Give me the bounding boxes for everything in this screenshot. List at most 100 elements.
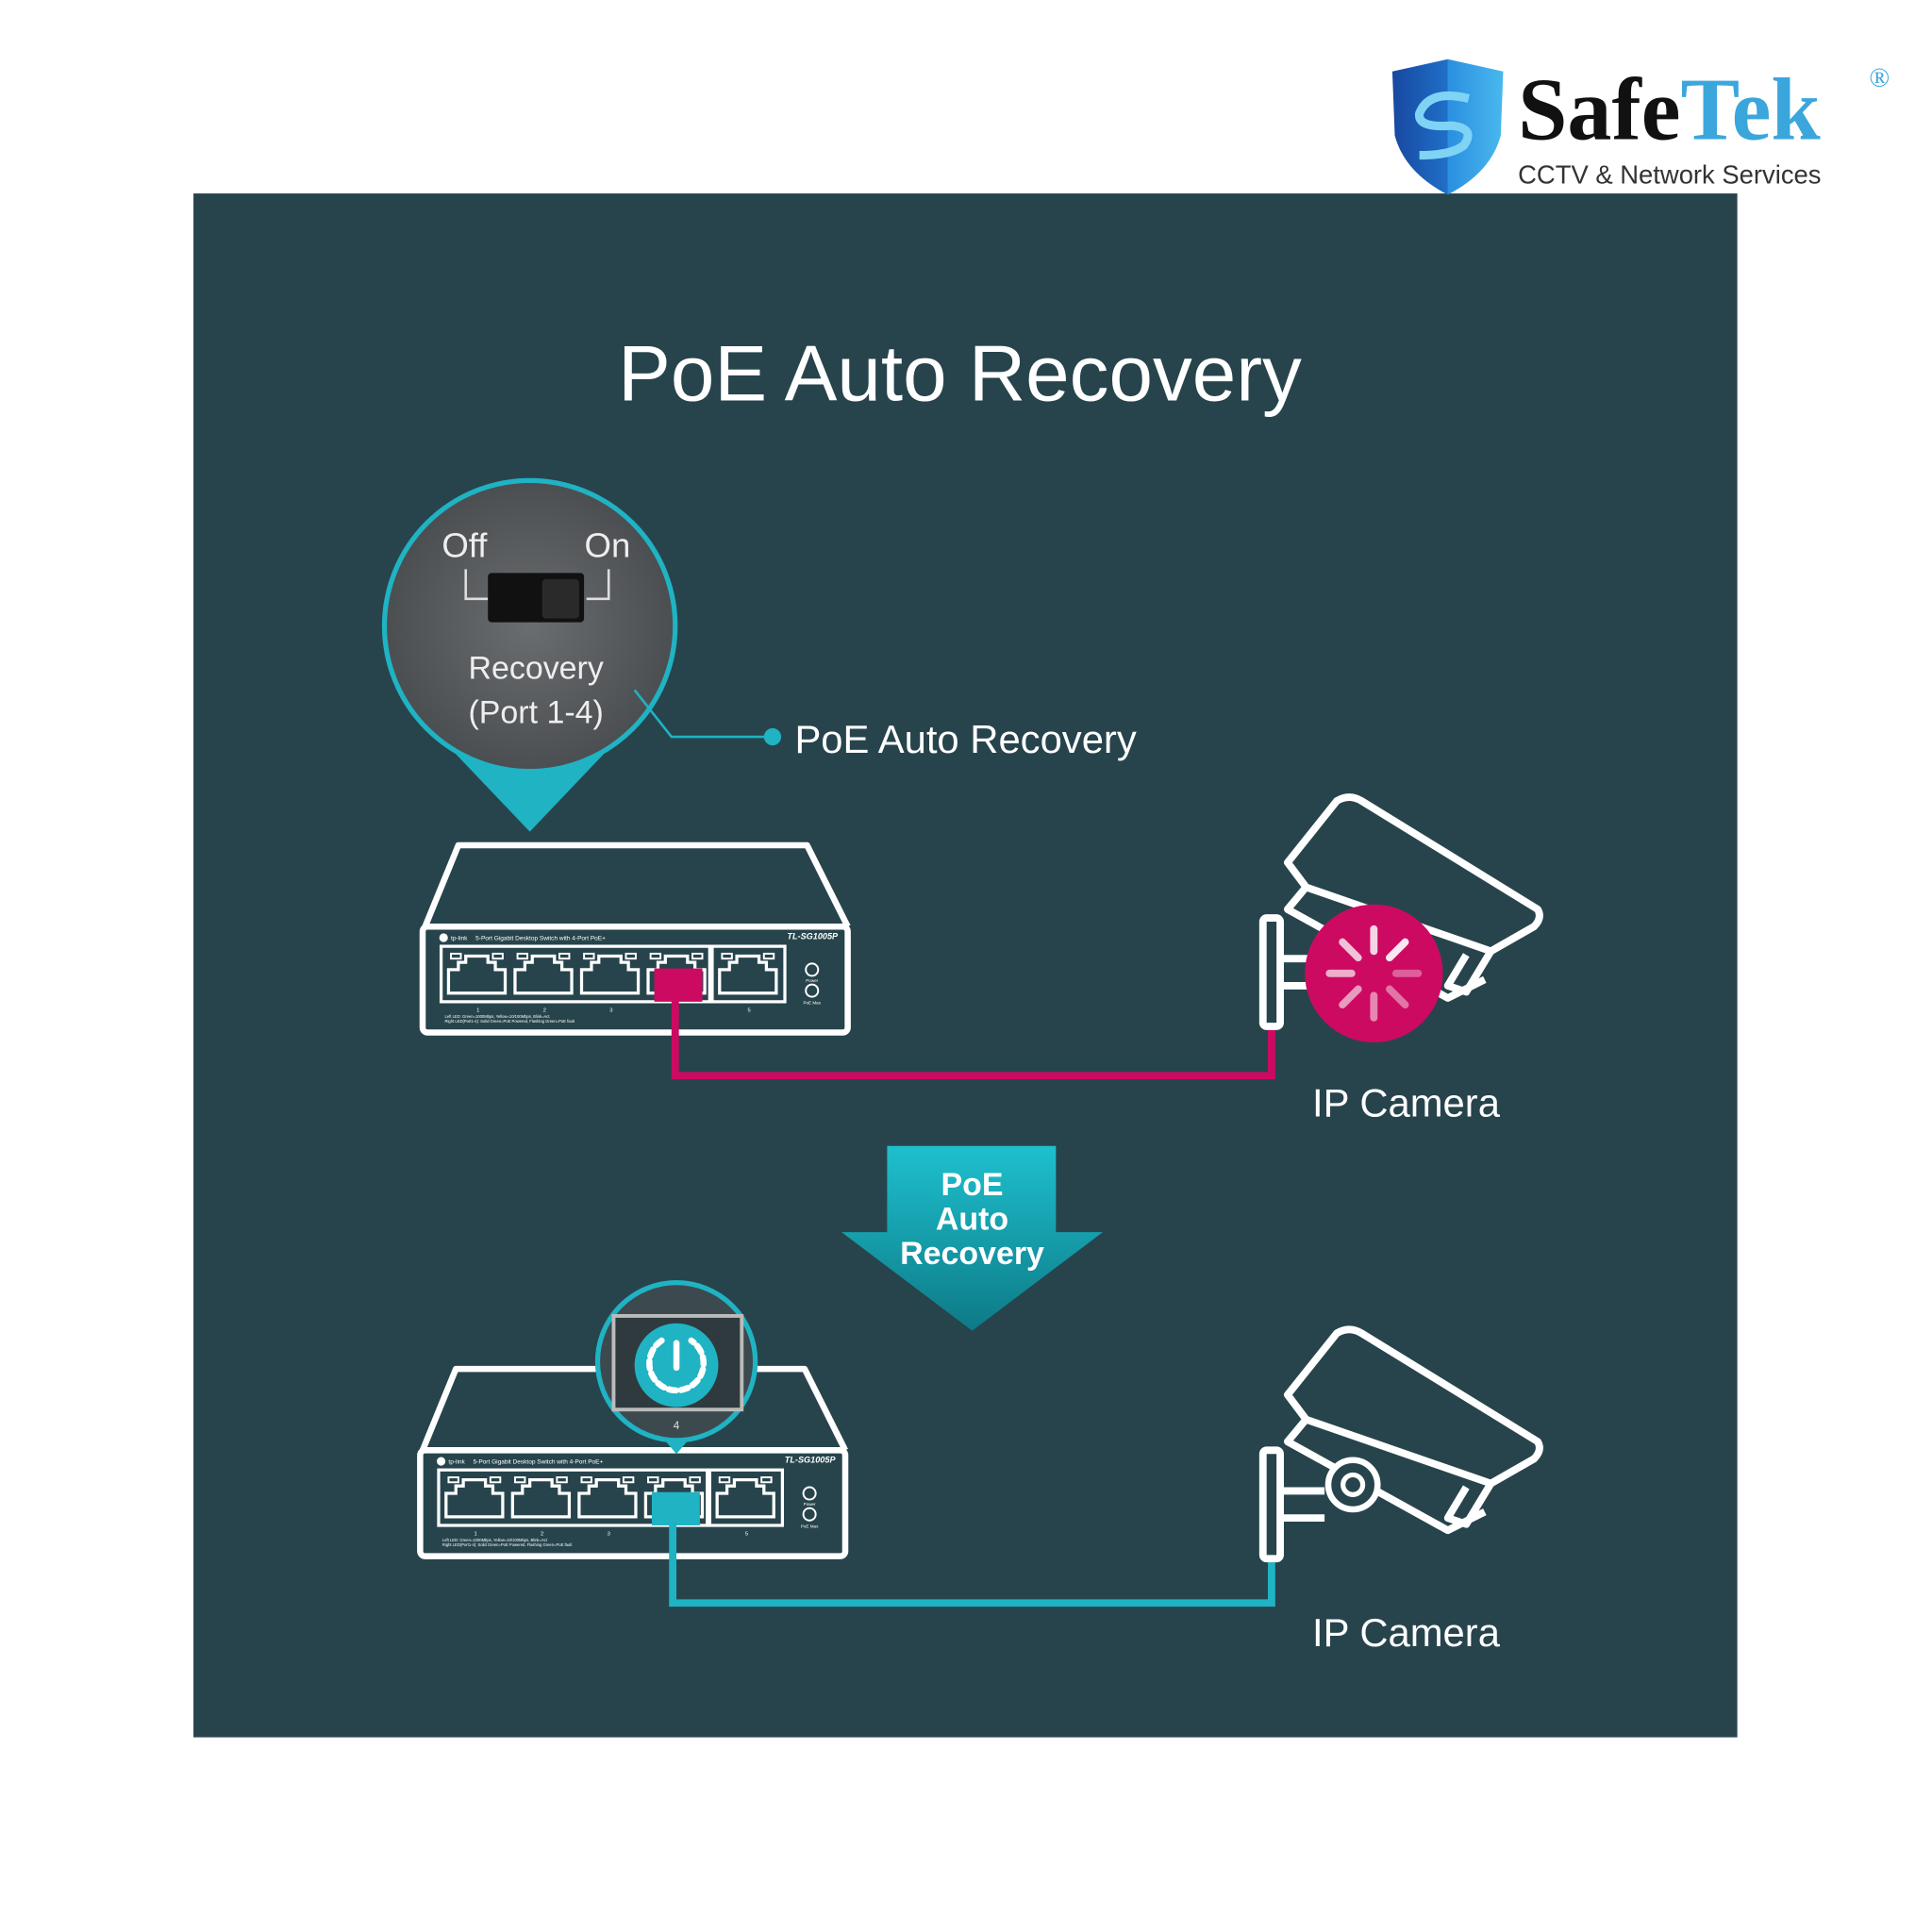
spinner-tick [1339, 985, 1362, 1009]
camera-hood [1283, 793, 1543, 956]
port-led-right [625, 952, 637, 960]
camera-lens [1324, 1457, 1381, 1513]
poe-max-label: PoE Max [803, 1000, 821, 1005]
power-led [802, 1486, 817, 1501]
camera-front [1443, 1481, 1494, 1528]
camera-mount-plate [1258, 1446, 1284, 1563]
port-group-uplink [710, 944, 787, 1004]
ethernet-port-3 [577, 1476, 638, 1519]
zoom-port-number: 4 [674, 1420, 680, 1432]
port-led-right [556, 1476, 568, 1484]
spinner-tick [1386, 938, 1409, 962]
port-socket [577, 1478, 638, 1519]
led-legend-line1: Left LED: Green=1000Mbps, Yellow=10/100M… [442, 1538, 548, 1542]
port-led-right [558, 952, 571, 960]
ethernet-port-1 [444, 1476, 505, 1519]
active-cable-plug [651, 1491, 700, 1525]
port-number: 5 [745, 1531, 749, 1537]
switch-body [419, 923, 851, 1036]
port-socket [579, 954, 641, 995]
ethernet-cable-recovered [669, 1524, 1275, 1607]
arrow-label-line3: Recovery [900, 1236, 1044, 1272]
callout-label: PoE Auto Recovery [794, 717, 1136, 761]
ethernet-port-3 [579, 952, 641, 995]
active-cable-plug [654, 968, 703, 1002]
ethernet-port-2 [513, 952, 574, 995]
port-led-left [649, 952, 662, 960]
port-led-left [718, 1476, 731, 1484]
ethernet-port-5 [715, 1476, 775, 1519]
arrow-label-line1: PoE [941, 1167, 1004, 1203]
port-led-left [450, 952, 462, 960]
port-range-label: (Port 1-4) [468, 695, 603, 731]
switch-brand: tp-link [451, 936, 468, 942]
camera-front [1443, 949, 1494, 996]
switch-on-label: On [585, 525, 631, 564]
port-led-left [513, 1476, 526, 1484]
port-led-left [721, 952, 733, 960]
port-number: 5 [747, 1008, 751, 1013]
poe-switch-before: tp-link 5-Port Gigabit Desktop Switch wit… [419, 841, 851, 1036]
port-led-right [689, 1476, 701, 1484]
spinner-tick [1339, 938, 1362, 962]
port-led-left [580, 1476, 592, 1484]
port-socket [446, 954, 508, 995]
port-zoom-circle: 4 [594, 1280, 758, 1455]
port-led-right [489, 1476, 502, 1484]
safetek-logo: SafeTek ® CCTV & Network Services [1391, 58, 1890, 195]
poe-switch-after: tp-link 5-Port Gigabit Desktop Switch wit… [417, 1365, 849, 1559]
power-led [805, 962, 820, 977]
recovery-switch-zoom: Off On Recovery (Port 1-4) [381, 477, 678, 832]
ethernet-port-1 [446, 952, 508, 995]
camera-label-top: IP Camera [1312, 1080, 1501, 1124]
port-socket [513, 954, 574, 995]
callout-leader: PoE Auto Recovery [633, 689, 1137, 761]
recovery-label: Recovery [468, 651, 603, 687]
port-led-left [583, 952, 595, 960]
port-number: 1 [475, 1531, 477, 1537]
port-led-left [447, 1476, 459, 1484]
port-led-left [516, 952, 528, 960]
power-restart-icon [646, 1337, 708, 1394]
port-group-poe [437, 1468, 709, 1527]
page-title: PoE Auto Recovery [618, 328, 1302, 417]
arrow-label-line2: Auto [936, 1202, 1008, 1238]
led-legend-line2: Right LED(Port1-4): Solid Green=PoE Powe… [445, 1019, 575, 1024]
ethernet-cable-failed [671, 1000, 1275, 1080]
port-group-poe [439, 944, 711, 1004]
camera-arm [1280, 1487, 1325, 1523]
port-led-right [691, 952, 704, 960]
port-socket [510, 1478, 572, 1519]
port-led-left [647, 1476, 659, 1484]
port-led-right [760, 1476, 773, 1484]
led-legend-line1: Left LED: Green=1000Mbps, Yellow=10/100M… [445, 1014, 551, 1019]
switch-model: TL-SG1005P [785, 1455, 837, 1464]
port-number: 1 [476, 1008, 479, 1013]
recovery-toggle-switch [488, 573, 585, 623]
power-label: Power [806, 978, 818, 983]
auto-recovery-arrow: PoE Auto Recovery [841, 1145, 1103, 1331]
led-legend-line2: Right LED(Port1-4): Solid Green=PoE Powe… [442, 1542, 573, 1547]
switch-off-label: Off [441, 525, 488, 564]
brand-name: SafeTek [1518, 61, 1821, 159]
port-group-uplink [708, 1468, 785, 1527]
port-socket [444, 1478, 505, 1519]
switch-description: 5-Port Gigabit Desktop Switch with 4-Por… [474, 1459, 604, 1466]
switch-description: 5-Port Gigabit Desktop Switch with 4-Por… [475, 936, 606, 942]
registered-mark: ® [1869, 62, 1890, 92]
port-led-right [491, 952, 504, 960]
spinner-tick [1386, 985, 1409, 1009]
poe-max-led [802, 1507, 817, 1522]
port-led-right [622, 1476, 635, 1484]
poe-max-label: PoE Max [801, 1524, 819, 1529]
port-number: 3 [609, 1008, 612, 1013]
port-number: 3 [608, 1531, 610, 1537]
port-number: 2 [543, 1008, 546, 1013]
callout-dot [763, 727, 782, 746]
switch-brand: tp-link [448, 1459, 465, 1466]
power-label: Power [804, 1502, 816, 1507]
camera-label-bottom: IP Camera [1312, 1610, 1501, 1655]
loading-spinner-icon [1305, 904, 1443, 1042]
port-socket [715, 1478, 775, 1519]
